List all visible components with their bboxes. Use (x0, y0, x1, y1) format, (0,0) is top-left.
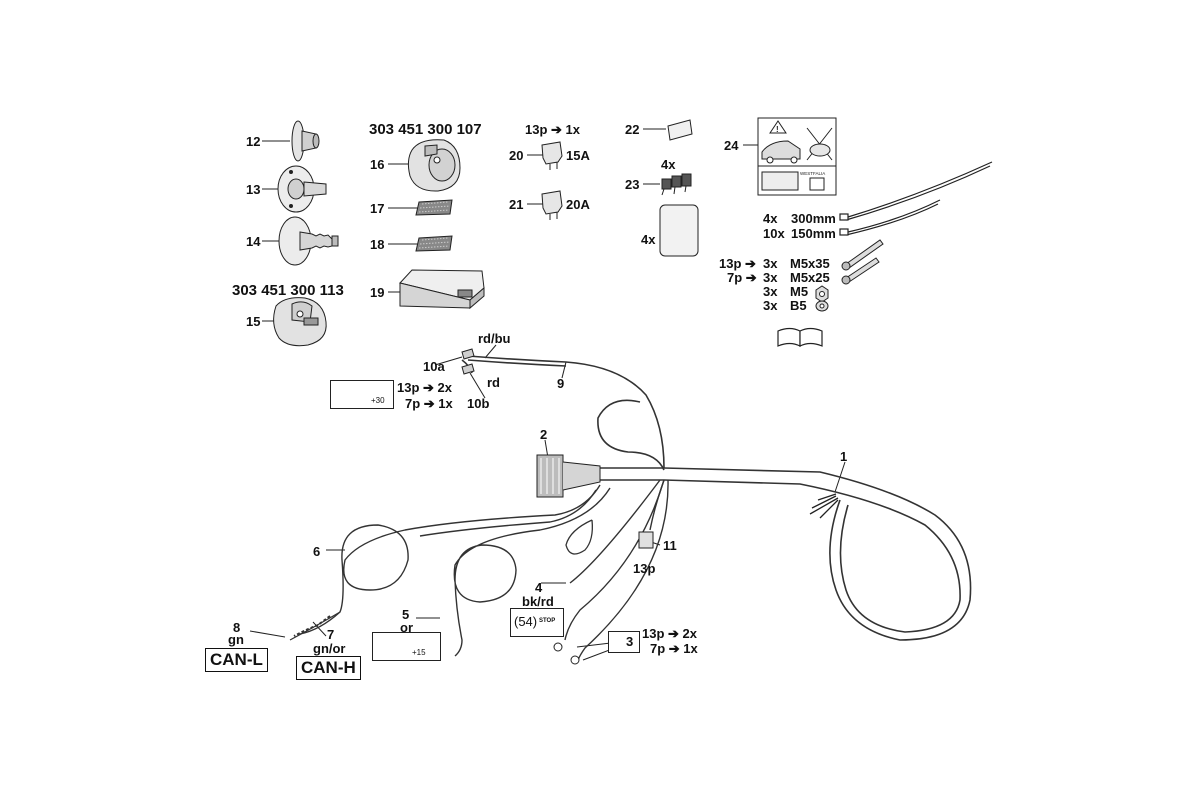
hw-qty-3: 3x (763, 298, 778, 313)
part-18-pad (415, 235, 453, 252)
part-19-module (399, 269, 485, 310)
part-24-warning-label: ! WESTFALIA (757, 117, 837, 196)
plus15-box (372, 632, 441, 661)
callout-19: 19 (370, 285, 385, 300)
tie-qty-0: 4x (763, 211, 778, 226)
svg-text:!: ! (776, 125, 779, 134)
tie-size-0: 300mm (791, 211, 836, 226)
callout-2: 2 (540, 427, 548, 442)
part-21-fuse (541, 190, 563, 220)
callout-11: 11 (663, 538, 677, 553)
cable-ties (839, 161, 993, 236)
hw-item-1: M5x25 (790, 270, 830, 285)
part-15-socket-7p (273, 297, 327, 347)
can-low-label: CAN-L (205, 648, 268, 672)
hw-item-0: M5x35 (790, 256, 830, 271)
ground-box (608, 631, 640, 653)
callout-3: 3 (626, 634, 634, 649)
callout-5: 5 (402, 607, 410, 622)
harness-wire-ends-1 (809, 493, 839, 519)
ground-ring-terminals (553, 642, 580, 665)
callout-17: 17 (370, 201, 385, 216)
fuse-20-rating: 15A (566, 148, 590, 163)
fuse-header: 13p ➔ 1x (525, 122, 580, 137)
callout-13: 13 (246, 182, 261, 197)
ground-7p: 7p ➔ 1x (650, 641, 698, 656)
plus30-7p: 7p ➔ 1x (405, 396, 453, 411)
stop-sign-text: STOP (539, 618, 556, 624)
part-12-cover (291, 120, 320, 162)
nut-and-washer (815, 285, 829, 312)
harness-can-loop-6 (289, 484, 601, 641)
callout-22: 22 (625, 122, 640, 137)
harness-branch-wires (564, 479, 669, 661)
harness-connector-2 (536, 454, 601, 498)
qty-pad: 4x (641, 232, 656, 247)
manual-book-icon (777, 327, 823, 347)
wire-color-bkrd: bk/rd (522, 594, 554, 609)
stop-signal-code: (54) (514, 614, 538, 629)
hw-variant-0: 13p ➔ (719, 256, 756, 271)
callout-10b: 10b (467, 396, 490, 411)
callout-9: 9 (557, 376, 565, 391)
part-14-plate-boot (278, 216, 339, 266)
part-22-label (667, 119, 693, 141)
fuse-21-rating: 20A (566, 197, 590, 212)
wire-color-gnor: gn/or (313, 641, 346, 656)
callout-16: 16 (370, 157, 385, 172)
hw-item-2: M5 (790, 284, 809, 299)
harness-wire-5 (453, 487, 611, 657)
tie-size-1: 150mm (791, 226, 836, 241)
part-20-fuse (541, 141, 563, 170)
part-17-pad (415, 199, 453, 216)
callout-4: 4 (535, 580, 543, 595)
callout-7: 7 (327, 627, 335, 642)
part-13-plate (277, 165, 327, 213)
callout-8: 8 (233, 620, 241, 635)
part-16-socket-13p (407, 139, 461, 192)
callout-23: 23 (625, 177, 640, 192)
part-number-7p: 303 451 300 113 (232, 282, 344, 299)
stop-signal-box (510, 608, 564, 637)
connector-11-pins: 13p (633, 561, 656, 576)
part-number-13p: 303 451 300 107 (369, 121, 482, 138)
callout-1: 1 (840, 449, 848, 464)
svg-text:WESTFALIA: WESTFALIA (800, 171, 825, 176)
callout-14: 14 (246, 234, 261, 249)
callout-10a: 10a (423, 359, 445, 374)
callout-21: 21 (509, 197, 524, 212)
plus30-13p: 13p ➔ 2x (397, 380, 452, 395)
callout-6: 6 (313, 544, 321, 559)
plus15-terminal: +15 (412, 648, 426, 657)
connector-11 (638, 531, 654, 549)
callout-18: 18 (370, 237, 385, 252)
wire-color-rdbu: rd/bu (478, 331, 511, 346)
harness-main-loom (461, 355, 972, 641)
callout-15: 15 (246, 314, 261, 329)
adhesive-square-pad (659, 204, 699, 257)
wire-color-or: or (400, 620, 413, 635)
hw-item-3: B5 (790, 298, 807, 313)
wire-color-rd: rd (487, 375, 500, 390)
tie-qty-1: 10x (763, 226, 785, 241)
callout-24: 24 (724, 138, 739, 153)
hw-qty-1: 3x (763, 270, 778, 285)
qty-23: 4x (661, 157, 676, 172)
part-23-clips (661, 173, 692, 196)
ground-13p: 13p ➔ 2x (642, 626, 697, 641)
hw-variant-1: 7p ➔ (727, 270, 757, 285)
hw-qty-0: 3x (763, 256, 778, 271)
wire-color-gn: gn (228, 632, 244, 647)
plus30-terminal: +30 (371, 396, 385, 405)
callout-12: 12 (246, 134, 261, 149)
hw-qty-2: 3x (763, 284, 778, 299)
screws (841, 239, 884, 285)
plus30-box (330, 380, 394, 409)
spade-terminals-10 (461, 348, 475, 375)
callout-20: 20 (509, 148, 524, 163)
can-high-label: CAN-H (296, 656, 361, 680)
